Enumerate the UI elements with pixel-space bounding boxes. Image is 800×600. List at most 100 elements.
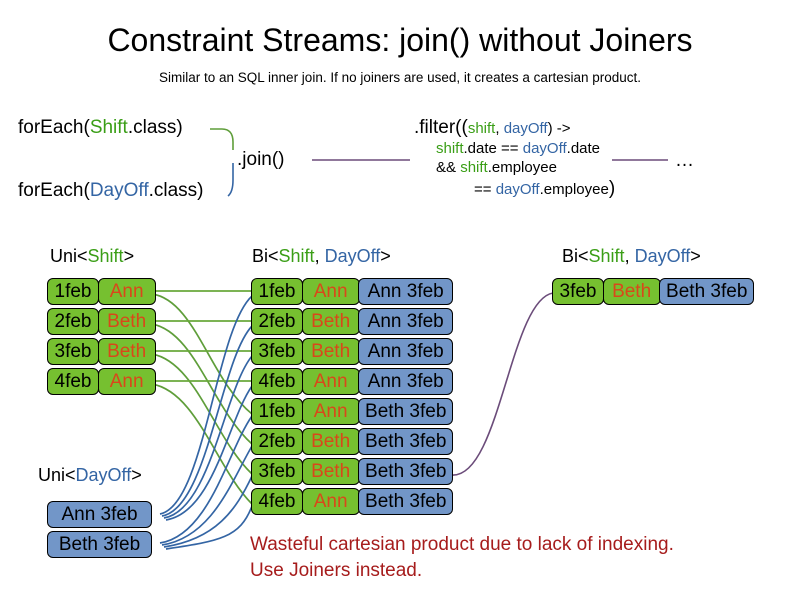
bi-middle-sep: ,	[314, 246, 325, 266]
foreach-shift-suffix: .class)	[127, 117, 183, 138]
uni-dayoff-suffix: >	[131, 465, 142, 485]
shift-employee-cell: Ann	[301, 398, 360, 425]
foreach-shift-type: Shift	[89, 117, 128, 138]
warning-message: Wasteful cartesian product due to lack o…	[250, 532, 674, 583]
filter-line1-arrow: ) ->	[547, 120, 571, 137]
shift-date-cell: 2feb	[251, 308, 303, 335]
filter-line-3: && shift.employee	[414, 159, 615, 178]
dayoff-cell: Beth 3feb	[358, 428, 454, 455]
uni-dayoff-label: Uni<DayOff>	[38, 465, 142, 486]
filter-line2-date-eq: .date ==	[463, 139, 523, 157]
filter-line3-and: &&	[436, 158, 461, 176]
uni-shift-type: Shift	[87, 246, 124, 266]
filter-expression: .filter((shift, dayOff) -> shift.date ==…	[414, 116, 615, 201]
uni-shift-suffix: >	[123, 246, 135, 266]
foreach-shift-prefix: forEach(	[18, 117, 90, 138]
shift-employee-cell: Beth	[301, 308, 360, 335]
page-subtitle: Similar to an SQL inner join. If no join…	[159, 70, 641, 85]
shift-date-cell: 4feb	[47, 368, 99, 395]
bi-middle-suffix: >	[380, 246, 391, 266]
bi-middle-prefix: Bi<	[252, 246, 279, 266]
dayoff-cell: Ann 3feb	[358, 278, 454, 305]
filter-line2-date: .date	[566, 139, 601, 157]
bi-right-label: Bi<Shift, DayOff>	[562, 246, 701, 267]
dayoff-cell: Beth 3feb	[358, 458, 454, 485]
dayoff-cell: Beth 3feb	[358, 488, 454, 515]
filter-line3-shift: shift	[460, 158, 488, 176]
dayoff-cell: Ann 3feb	[358, 308, 454, 335]
bi-right-type1: Shift	[588, 246, 625, 266]
filter-line4-employee: .employee	[539, 181, 609, 199]
shift-date-cell: 2feb	[251, 428, 303, 455]
fact-row: Ann 3feb	[47, 501, 152, 528]
bi-middle-type2: DayOff	[324, 246, 381, 266]
dayoff-cell: Ann 3feb	[358, 368, 454, 395]
uni-shift-label: Uni<Shift>	[50, 246, 134, 267]
bi-right-type2: DayOff	[634, 246, 691, 266]
dayoff-cell: Beth 3feb	[47, 531, 152, 558]
shift-date-cell: 4feb	[251, 368, 303, 395]
bi-right-prefix: Bi<	[562, 246, 589, 266]
warning-line-2: Use Joiners instead.	[250, 559, 423, 581]
filter-line1-open: .filter((	[414, 117, 468, 138]
filter-line-2: shift.date == dayOff.date	[414, 140, 615, 159]
shift-date-cell: 1feb	[251, 398, 303, 425]
dayoff-cell: Ann 3feb	[47, 501, 152, 528]
filter-line1-comma: ,	[495, 120, 504, 137]
shift-employee-cell: Beth	[301, 458, 360, 485]
filter-line-4: == dayOff.employee)	[414, 177, 615, 201]
shift-employee-cell: Ann	[301, 368, 360, 395]
shift-date-cell: 3feb	[251, 338, 303, 365]
bi-right-suffix: >	[690, 246, 701, 266]
shift-employee-cell: Beth	[301, 428, 360, 455]
filter-line4-eq: ==	[474, 181, 496, 199]
fact-row: Beth 3feb	[47, 531, 152, 558]
filter-line1-dayoff-param: dayOff	[503, 120, 548, 137]
foreach-dayoff-suffix: .class)	[148, 180, 204, 201]
dayoff-cell: Beth 3feb	[358, 398, 454, 425]
dayoff-cell: Ann 3feb	[358, 338, 454, 365]
shift-date-cell: 3feb	[47, 338, 99, 365]
dayoff-cell: Beth 3feb	[659, 278, 755, 305]
foreach-dayoff-expression: forEach(DayOff.class)	[18, 180, 204, 202]
filter-line1-shift-param: shift	[467, 120, 496, 137]
shift-date-cell: 3feb	[552, 278, 604, 305]
shift-employee-cell: Ann	[301, 488, 360, 515]
bi-middle-type1: Shift	[278, 246, 315, 266]
page-title: Constraint Streams: join() without Joine…	[107, 22, 693, 58]
shift-employee-cell: Ann	[97, 368, 156, 395]
filter-line3-employee: .employee	[487, 158, 557, 176]
uni-dayoff-type: DayOff	[75, 465, 132, 485]
filter-line2-dayoff: dayOff	[522, 139, 567, 157]
filter-line4-dayoff: dayOff	[495, 181, 540, 199]
filter-line-1: .filter((shift, dayOff) ->	[414, 116, 615, 140]
shift-employee-cell: Ann	[301, 278, 360, 305]
bi-middle-label: Bi<Shift, DayOff>	[252, 246, 391, 267]
filter-line4-close: )	[608, 178, 616, 200]
bi-right-sep: ,	[624, 246, 635, 266]
shift-date-cell: 2feb	[47, 308, 99, 335]
shift-employee-cell: Ann	[97, 278, 156, 305]
foreach-shift-expression: forEach(Shift.class)	[18, 117, 183, 139]
ellipsis-continuation: …	[675, 150, 694, 171]
shift-date-cell: 3feb	[251, 458, 303, 485]
shift-date-cell: 4feb	[251, 488, 303, 515]
shift-employee-cell: Beth	[97, 338, 156, 365]
uni-shift-prefix: Uni<	[50, 246, 88, 266]
foreach-dayoff-prefix: forEach(	[18, 180, 90, 201]
shift-employee-cell: Beth	[301, 338, 360, 365]
foreach-dayoff-type: DayOff	[89, 180, 149, 201]
shift-date-cell: 1feb	[47, 278, 99, 305]
